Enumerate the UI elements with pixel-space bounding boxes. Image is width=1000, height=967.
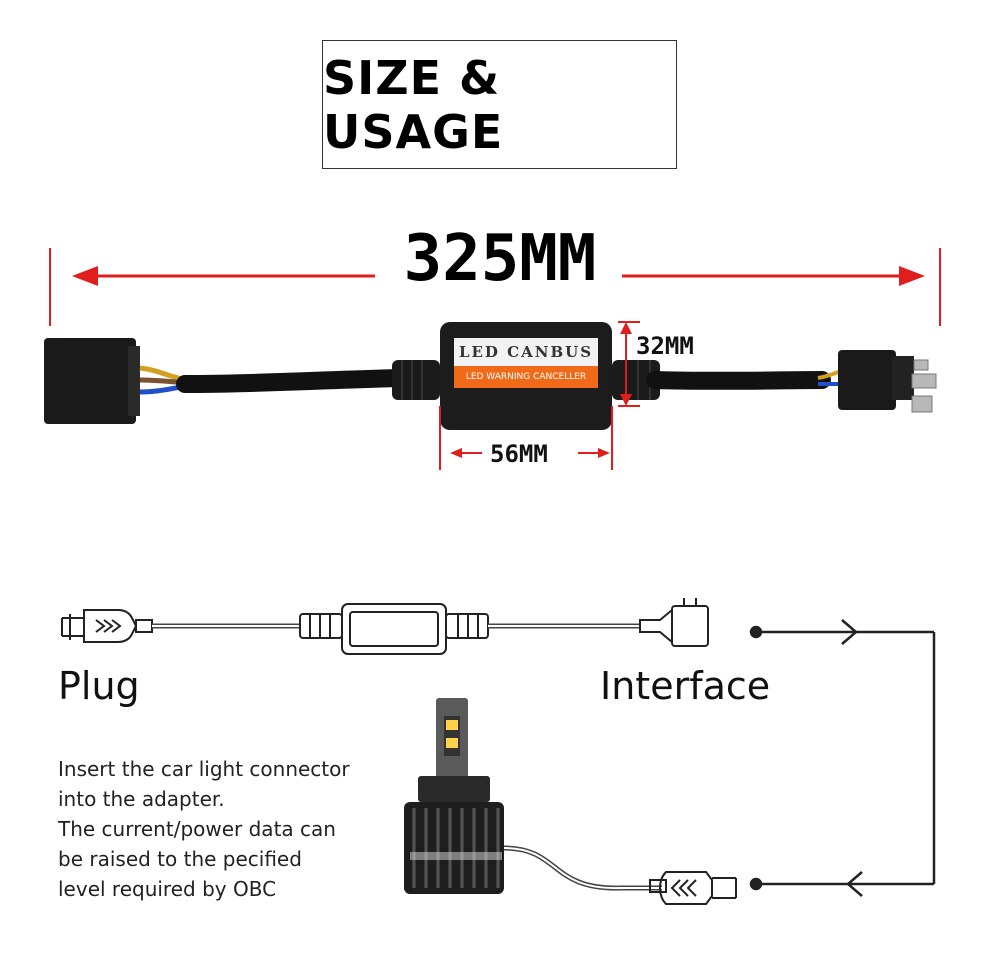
length-arrowhead-right: [899, 266, 925, 286]
cable-left: [176, 369, 409, 393]
instruction-line: be raised to the pecified: [58, 847, 302, 871]
cable-right: [646, 371, 831, 390]
led-bulb-drawing: [404, 698, 504, 894]
length-dimension: 325MM: [403, 222, 597, 296]
bulb-plug-drawing: [649, 871, 737, 905]
usage-instructions: Insert the car light connector into the …: [58, 754, 418, 904]
instruction-line: Insert the car light connector: [58, 757, 350, 781]
page-title: SIZE & USAGE: [323, 50, 504, 159]
width-dimension: 56MM: [490, 440, 548, 468]
flow-loop: [749, 619, 936, 897]
left-connector-photo: [44, 338, 136, 424]
plug-label: Plug: [58, 664, 140, 708]
interface-label: Interface: [600, 664, 771, 708]
interface-drawing: [639, 598, 709, 647]
instruction-line: level required by OBC: [58, 877, 277, 901]
right-connector-photo: [838, 350, 896, 410]
module-drawing: [299, 603, 489, 655]
title-box: SIZE & USAGE: [322, 40, 677, 169]
module-brand: LED CANBUS: [458, 343, 594, 361]
plug-drawing: [61, 609, 153, 643]
instruction-line: The current/power data can: [58, 817, 336, 841]
instruction-line: into the adapter.: [58, 787, 225, 811]
height-dimension: 32MM: [636, 332, 694, 360]
module-subtitle: LED WARNING CANCELLER: [465, 372, 587, 382]
length-arrowhead-left: [72, 266, 98, 286]
